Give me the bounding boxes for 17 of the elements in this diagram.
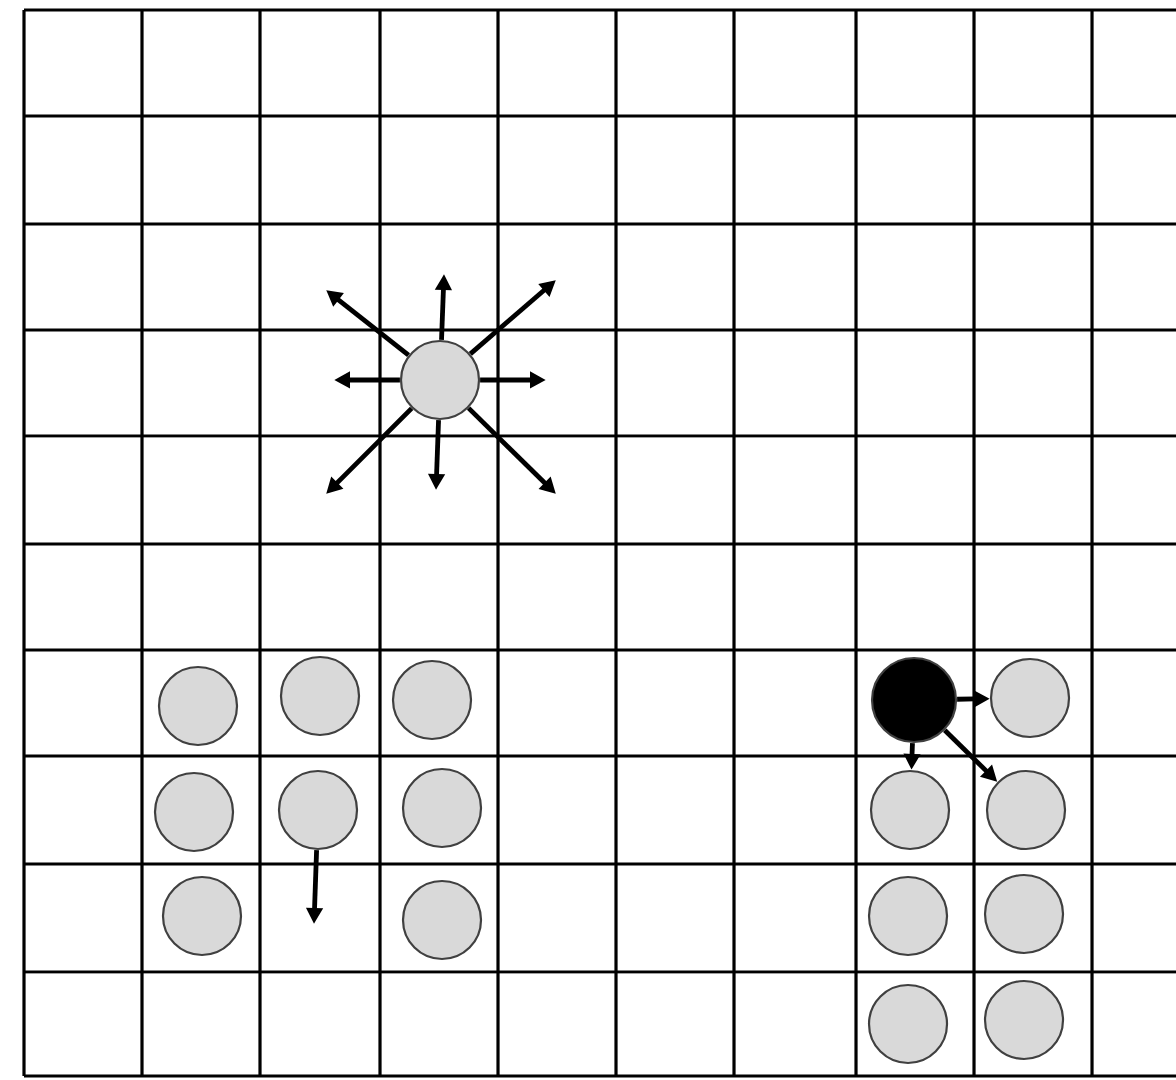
circle <box>279 655 361 737</box>
circle <box>401 879 483 961</box>
circle <box>867 983 949 1065</box>
circle <box>161 875 243 957</box>
circle <box>983 873 1065 955</box>
circle <box>153 771 235 853</box>
circle <box>401 767 483 849</box>
circle <box>399 339 481 421</box>
circle <box>983 979 1065 1061</box>
circle <box>391 659 473 741</box>
circle <box>869 769 951 851</box>
circle <box>989 657 1071 739</box>
circle <box>157 665 239 747</box>
circle <box>277 769 359 851</box>
circle <box>985 769 1067 851</box>
circle <box>867 875 949 957</box>
circle <box>870 656 958 744</box>
